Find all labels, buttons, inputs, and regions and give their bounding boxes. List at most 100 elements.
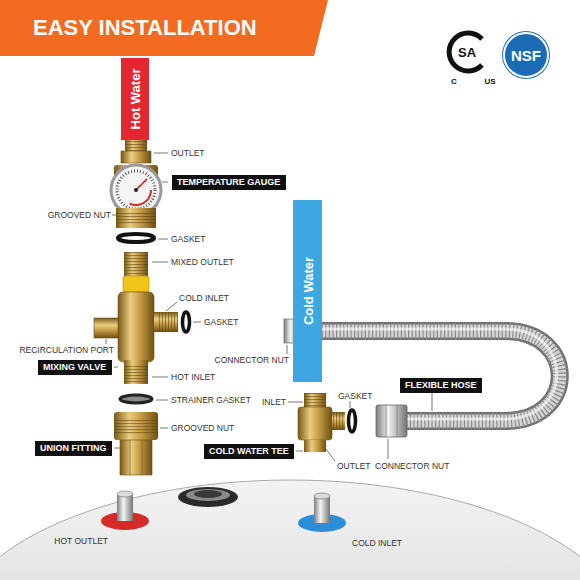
- part-label: STRAINER GASKET: [171, 396, 251, 405]
- cold-water-tee-drawing: [332, 412, 345, 430]
- cold-water-tee-drawing: [332, 412, 345, 430]
- water-heater-top: [178, 487, 238, 507]
- title-banner: [0, 0, 328, 56]
- hot-side-assembly: [121, 175, 151, 205]
- water-heater-top: [117, 494, 133, 521]
- hot-side-assembly: [120, 440, 152, 475]
- hot-side-assembly: [114, 418, 158, 434]
- part-label: CONNECTOR NUT: [375, 462, 449, 471]
- part-label: RECIRCULATION PORT: [19, 346, 114, 355]
- certification-badge: NSF: [503, 32, 549, 78]
- node-text: MIXING VALVE: [43, 360, 107, 375]
- water-heater-top: [194, 490, 222, 498]
- leader-lines: [160, 428, 168, 429]
- hot-side-assembly: [183, 312, 190, 332]
- flexible-hose-drawing: [300, 331, 560, 421]
- hot-side-assembly: [124, 252, 148, 278]
- flexible-hose-drawing: [300, 331, 560, 421]
- leader-lines: [158, 239, 168, 240]
- part-label: GASKET: [171, 235, 205, 244]
- hot-side-assembly: [134, 188, 138, 192]
- hot-side-assembly: [118, 292, 154, 362]
- flexible-hose-drawing: [397, 405, 398, 437]
- hot-side-assembly: [114, 412, 158, 440]
- part-label: OUTLET: [171, 149, 205, 158]
- part-label: COLD INLET: [179, 294, 229, 303]
- part-callout-box: FLEXIBLE HOSE: [400, 378, 482, 393]
- hot-side-assembly: [125, 140, 147, 152]
- water-heater-top: [117, 491, 133, 497]
- leader-lines: [388, 439, 389, 459]
- water-heater-top: [314, 496, 330, 523]
- part-label: HOT INLET: [171, 373, 215, 382]
- leader-lines: [154, 153, 168, 154]
- hot-side-assembly: [117, 171, 155, 209]
- leader-lines: [288, 402, 303, 403]
- cold-water-tee-drawing: [298, 407, 332, 440]
- hot-side-assembly: [124, 252, 148, 278]
- part-label: COLD INLET: [352, 539, 402, 548]
- cold-water-tee-drawing: [349, 410, 356, 432]
- hot-side-assembly: [130, 440, 131, 475]
- part-label: CONNECTOR NUT: [215, 356, 289, 365]
- hot-side-assembly: [94, 318, 118, 338]
- node-text: NSF: [511, 47, 541, 64]
- node-text: TEMPERATURE GAUGE: [177, 175, 281, 190]
- csa-logo: [449, 33, 482, 71]
- flexible-hose-drawing: [386, 405, 387, 437]
- hot-side-assembly: [116, 208, 156, 228]
- hot-side-assembly: [111, 165, 161, 215]
- hot-side-assembly: [116, 212, 156, 224]
- water-heater-top: [314, 493, 330, 499]
- banner-title: EASY INSTALLATION: [33, 17, 257, 39]
- leader-lines: [162, 182, 168, 183]
- pipe-band: Cold Water: [293, 200, 322, 382]
- water-heater-top: [0, 480, 580, 580]
- node-text: COLD WATER TEE: [209, 444, 289, 459]
- logo-letters: SA: [458, 46, 476, 59]
- part-label: MIXED OUTLET: [171, 258, 234, 267]
- leader-lines: [326, 449, 335, 461]
- logo-letters: C: [451, 78, 457, 86]
- hot-side-assembly: [120, 395, 152, 403]
- node-text: Cold Water: [301, 257, 314, 325]
- part-callout-box: TEMPERATURE GAUGE: [172, 175, 286, 190]
- flexible-hose-drawing: [300, 331, 560, 421]
- part-callout-box: UNION FITTING: [35, 441, 112, 456]
- hot-side-assembly: [123, 276, 149, 292]
- leader-lines: [114, 448, 120, 449]
- csa-logo: [449, 33, 482, 71]
- flexible-hose-drawing: [300, 329, 557, 419]
- leader-lines: [106, 339, 107, 344]
- leader-lines: [296, 451, 303, 452]
- leader-lines: [287, 345, 288, 354]
- hot-side-assembly: [158, 312, 178, 332]
- node-text: Hot Water: [129, 69, 142, 130]
- hot-side-assembly: [154, 312, 178, 332]
- water-heater-top: [0, 480, 580, 580]
- leader-lines: [152, 377, 168, 378]
- hot-side-assembly: [136, 179, 147, 190]
- hot-side-assembly: [125, 140, 147, 152]
- leader-lines: [106, 153, 432, 461]
- leader-lines: [112, 215, 116, 216]
- part-label: HOT OUTLET: [54, 537, 108, 546]
- node-text: FLEXIBLE HOSE: [405, 378, 477, 393]
- part-label: GASKET: [204, 318, 238, 327]
- water-heater-top: [186, 489, 230, 501]
- cold-water-tee-drawing: [304, 393, 326, 407]
- cold-water-tee-drawing: [304, 440, 326, 452]
- leader-lines: [152, 262, 168, 263]
- logo-letters: US: [484, 78, 495, 86]
- hot-side-assembly: [124, 364, 148, 384]
- cold-water-tee-drawing: [298, 393, 356, 452]
- hot-side-assembly: [124, 360, 148, 384]
- cold-water-tee-drawing: [304, 393, 326, 407]
- leader-lines: [166, 302, 177, 311]
- leader-lines: [350, 401, 351, 408]
- part-label: INLET: [262, 398, 286, 407]
- part-callout-box: MIXING VALVE: [38, 360, 112, 375]
- leader-lines: [114, 367, 118, 368]
